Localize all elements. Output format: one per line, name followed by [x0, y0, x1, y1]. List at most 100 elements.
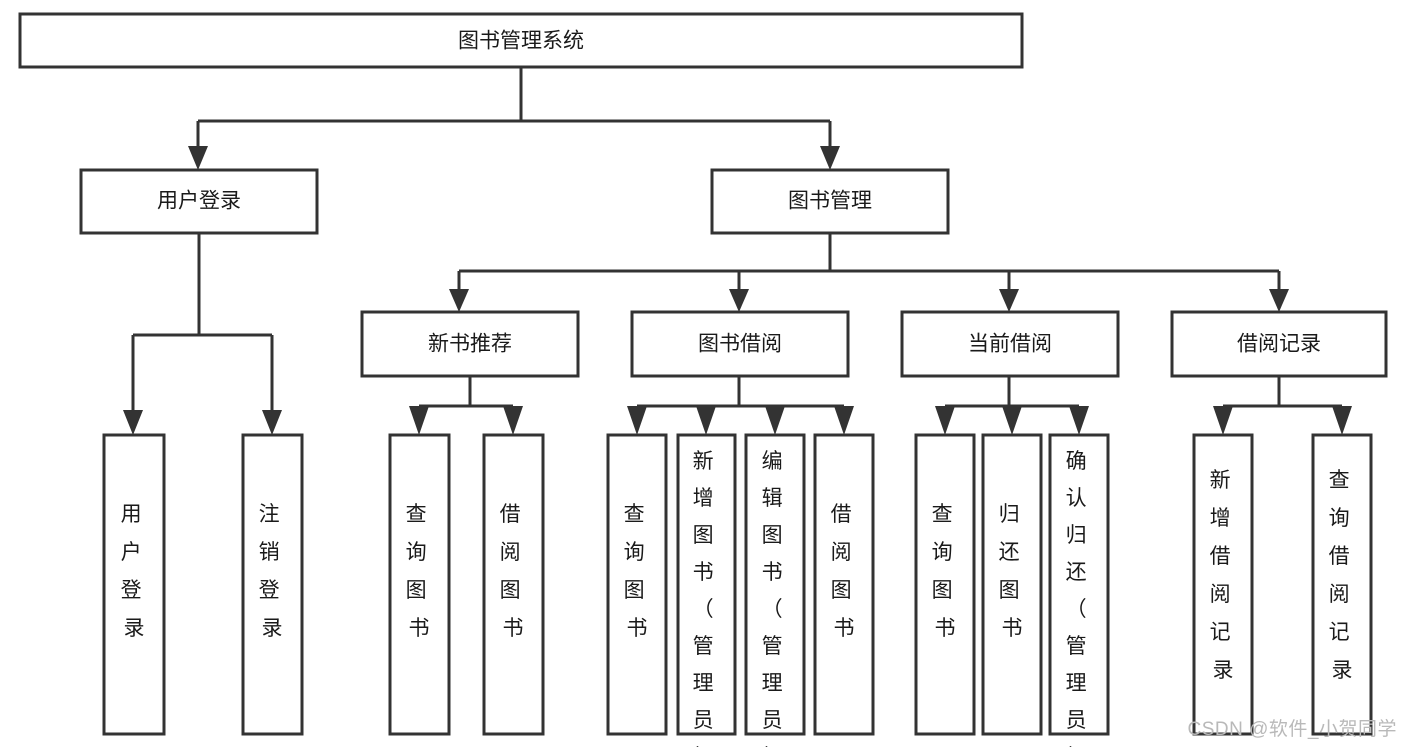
- arrow-head-current-borrow: [999, 289, 1019, 312]
- vchar: 图: [831, 579, 852, 602]
- node-leaf-logout-box[interactable]: [241, 433, 304, 736]
- node-current-borrow[interactable]: 当前借阅: [900, 310, 1120, 378]
- node-leaf-borrow-book-1[interactable]: 借 阅 图 书: [482, 433, 545, 736]
- node-leaf-user-login[interactable]: 用 户 登 录: [102, 433, 166, 736]
- node-borrow-record[interactable]: 借阅记录: [1170, 310, 1388, 378]
- node-leaf-user-login-box[interactable]: [102, 433, 166, 736]
- node-leaf-query-book-1[interactable]: 查 询 图 书: [388, 433, 451, 736]
- vchar: 借: [1210, 545, 1231, 568]
- vchar: 销: [259, 541, 280, 564]
- node-user-login[interactable]: 用户登录: [79, 168, 319, 235]
- connector-group-user-login-to-leaves: [123, 233, 282, 435]
- node-book-borrow-label: 图书借阅: [698, 333, 782, 356]
- vchar: 阅: [1210, 583, 1231, 606]
- vchar: 阅: [500, 541, 521, 564]
- node-leaf-return-book[interactable]: 归 还 图 书: [981, 433, 1043, 736]
- node-leaf-edit-book[interactable]: 编 辑 图 书 （ 管 理 员 ）: [744, 433, 806, 747]
- node-leaf-confirm-return-label: 确 认 归 还 （ 管 理 员 ）: [1066, 450, 1093, 747]
- arrow-head-add-book: [696, 406, 716, 435]
- arrow-head-borrow-book-2: [834, 406, 854, 435]
- vchar: 新: [1210, 469, 1231, 492]
- node-book-management-box[interactable]: [710, 168, 950, 235]
- vchar: 书: [762, 561, 783, 584]
- vchar: 书: [693, 561, 714, 584]
- vchar: 询: [1329, 507, 1350, 530]
- node-borrow-record-box[interactable]: [1170, 310, 1388, 378]
- vchar: 书: [1002, 617, 1023, 640]
- node-leaf-logout-label: 注 销 登 录: [259, 503, 286, 640]
- node-leaf-query-record-box[interactable]: [1311, 433, 1373, 736]
- vchar: 员: [762, 709, 783, 732]
- node-leaf-borrow-book-2[interactable]: 借 阅 图 书: [813, 433, 875, 736]
- vchar: 注: [259, 503, 280, 526]
- node-current-borrow-box[interactable]: [900, 310, 1120, 378]
- arrow-head-confirm-return: [1069, 406, 1089, 435]
- node-book-management[interactable]: 图书管理: [710, 168, 950, 235]
- connector-group-current-borrow-to-leaves: [935, 376, 1089, 435]
- node-book-borrow[interactable]: 图书借阅: [630, 310, 850, 378]
- node-leaf-return-book-box[interactable]: [981, 433, 1043, 736]
- vchar: 归: [1066, 524, 1087, 547]
- vchar: 录: [1332, 659, 1353, 682]
- vchar: 录: [124, 617, 145, 640]
- vchar: 管: [762, 635, 783, 658]
- arrow-head-edit-book: [765, 406, 785, 435]
- node-leaf-query-book-1-box[interactable]: [388, 433, 451, 736]
- arrow-head-leaf-user-login: [123, 410, 143, 435]
- vchar: 登: [259, 579, 280, 602]
- node-leaf-logout[interactable]: 注 销 登 录: [241, 433, 304, 736]
- vchar: 书: [409, 617, 430, 640]
- vchar: 借: [831, 503, 852, 526]
- arrow-head-borrow-record: [1269, 289, 1289, 312]
- arrow-head-book-management: [820, 146, 840, 170]
- node-root-box[interactable]: [18, 12, 1024, 69]
- node-leaf-query-book-2[interactable]: 查 询 图 书: [606, 433, 668, 736]
- vchar: 新: [693, 450, 714, 473]
- node-leaf-add-book[interactable]: 新 增 图 书 （ 管 理 员 ）: [676, 433, 737, 747]
- node-leaf-borrow-book-2-box[interactable]: [813, 433, 875, 736]
- vchar: 阅: [831, 541, 852, 564]
- vchar: 录: [262, 617, 283, 640]
- vchar: 员: [1066, 709, 1087, 732]
- node-leaf-add-record-box[interactable]: [1192, 433, 1254, 736]
- node-book-borrow-box[interactable]: [630, 310, 850, 378]
- node-user-login-box[interactable]: [79, 168, 319, 235]
- vchar: 增: [1210, 507, 1231, 530]
- node-leaf-confirm-return-box[interactable]: [1048, 433, 1110, 736]
- node-leaf-query-book-3[interactable]: 查 询 图 书: [914, 433, 976, 736]
- node-leaf-borrow-book-2-label: 借 阅 图 书: [831, 503, 858, 640]
- arrow-head-query-book-1: [409, 406, 429, 435]
- vchar: 户: [121, 541, 142, 564]
- node-leaf-query-record[interactable]: 查 询 借 阅 记 录: [1311, 433, 1373, 736]
- node-leaf-return-book-label: 归 还 图 书: [999, 503, 1026, 640]
- node-root[interactable]: 图书管理系统: [18, 12, 1024, 69]
- node-leaf-confirm-return[interactable]: 确 认 归 还 （ 管 理 员 ）: [1048, 433, 1110, 747]
- arrow-head-user-login: [188, 146, 208, 170]
- vchar: 图: [932, 579, 953, 602]
- vchar: 记: [1329, 621, 1350, 644]
- node-new-book-recommend[interactable]: 新书推荐: [360, 310, 580, 378]
- arrow-head-borrow-book-1: [503, 406, 523, 435]
- node-leaf-borrow-book-1-box[interactable]: [482, 433, 545, 736]
- node-leaf-query-book-2-box[interactable]: [606, 433, 668, 736]
- node-leaf-edit-book-box[interactable]: [744, 433, 806, 736]
- node-leaf-add-record[interactable]: 新 增 借 阅 记 录: [1192, 433, 1254, 736]
- vchar: 查: [1329, 469, 1350, 492]
- node-leaf-add-book-box[interactable]: [676, 433, 737, 736]
- vchar: 图: [500, 579, 521, 602]
- vchar: 归: [999, 503, 1020, 526]
- node-new-book-recommend-box[interactable]: [360, 310, 580, 378]
- node-leaf-query-book-3-box[interactable]: [914, 433, 976, 736]
- vchar: 用: [121, 503, 142, 526]
- vchar: 图: [406, 579, 427, 602]
- vchar: 借: [500, 503, 521, 526]
- connector-group-borrow-record-to-leaves: [1213, 376, 1352, 435]
- arrow-head-query-book-2: [627, 406, 647, 435]
- vchar: 还: [1066, 561, 1087, 584]
- vchar: 书: [503, 617, 524, 640]
- vchar: 还: [999, 541, 1020, 564]
- vchar: （: [762, 598, 783, 621]
- node-leaf-user-login-label: 用 户 登 录: [121, 503, 148, 640]
